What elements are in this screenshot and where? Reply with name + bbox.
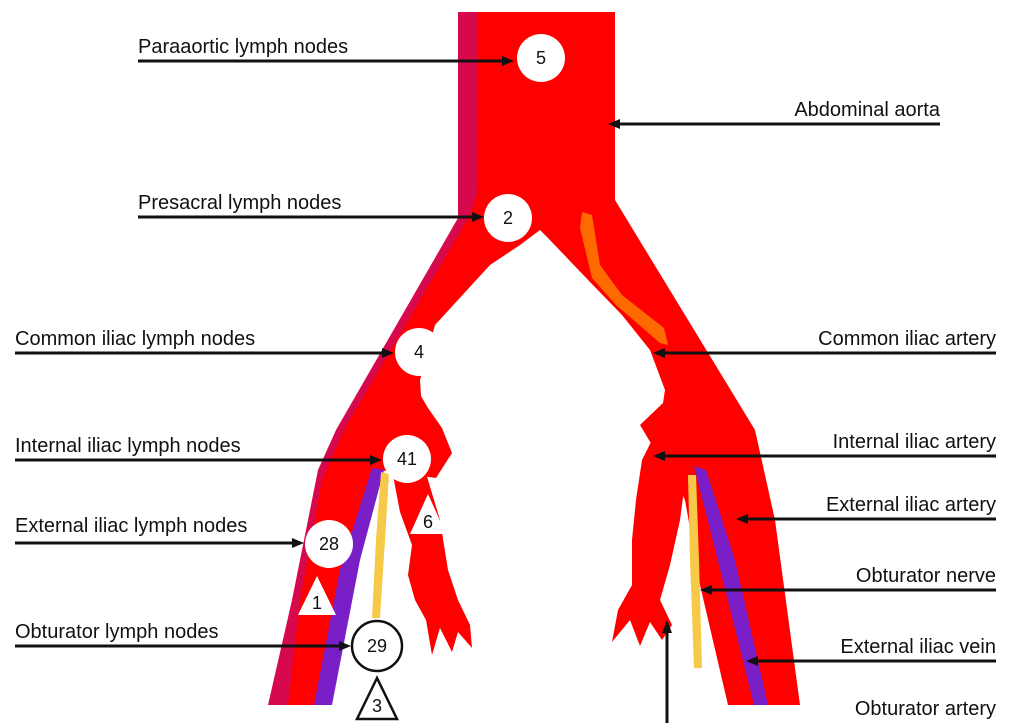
- labels-right: Abdominal aorta Common iliac artery Inte…: [794, 99, 996, 720]
- internal-iliac-branches-left: [392, 470, 472, 655]
- arrowhead-obturator-nodes: [339, 641, 351, 651]
- abdominal-aorta-and-iliac-arteries: [288, 12, 800, 705]
- node-common-iliac: 4: [395, 328, 443, 376]
- label-paraaortic-lymph-nodes: Paraaortic lymph nodes: [138, 36, 348, 58]
- label-internal-iliac-artery: Internal iliac artery: [833, 431, 996, 453]
- label-presacral-lymph-nodes: Presacral lymph nodes: [138, 192, 341, 214]
- node-count-internal-iliac: 41: [397, 449, 417, 469]
- label-external-iliac-artery: External iliac artery: [826, 494, 996, 516]
- node-count-external-iliac: 28: [319, 534, 339, 554]
- label-obturator-artery: Obturator artery: [855, 698, 996, 720]
- node-paraaortic: 5: [517, 34, 565, 82]
- node-external-iliac: 28: [305, 520, 353, 568]
- label-abdominal-aorta: Abdominal aorta: [794, 99, 941, 121]
- node-count-obturator: 29: [367, 636, 387, 656]
- label-external-iliac-vein: External iliac vein: [840, 636, 996, 658]
- label-internal-iliac-lymph-nodes: Internal iliac lymph nodes: [15, 435, 241, 457]
- labels-left: Paraaortic lymph nodes Presacral lymph n…: [15, 36, 348, 643]
- node-count-common-iliac: 4: [414, 342, 424, 362]
- node-internal-iliac: 41: [383, 435, 431, 483]
- node-presacral: 2: [484, 194, 532, 242]
- triangle-obturator: 3: [357, 678, 397, 719]
- arrowhead-external-iliac-nodes: [292, 538, 304, 548]
- node-count-paraaortic: 5: [536, 48, 546, 68]
- vessels: [268, 12, 800, 705]
- label-obturator-lymph-nodes: Obturator lymph nodes: [15, 621, 218, 643]
- triangle-count-obturator: 3: [372, 696, 382, 716]
- label-common-iliac-lymph-nodes: Common iliac lymph nodes: [15, 328, 255, 350]
- triangle-count-external-iliac: 1: [312, 593, 322, 613]
- node-obturator: 29: [352, 621, 402, 671]
- label-external-iliac-lymph-nodes: External iliac lymph nodes: [15, 515, 247, 537]
- triangle-count-internal-iliac: 6: [423, 512, 433, 532]
- label-obturator-nerve: Obturator nerve: [856, 565, 996, 587]
- internal-iliac-branches-right: [612, 440, 688, 646]
- label-common-iliac-artery: Common iliac artery: [818, 328, 996, 350]
- node-count-presacral: 2: [503, 208, 513, 228]
